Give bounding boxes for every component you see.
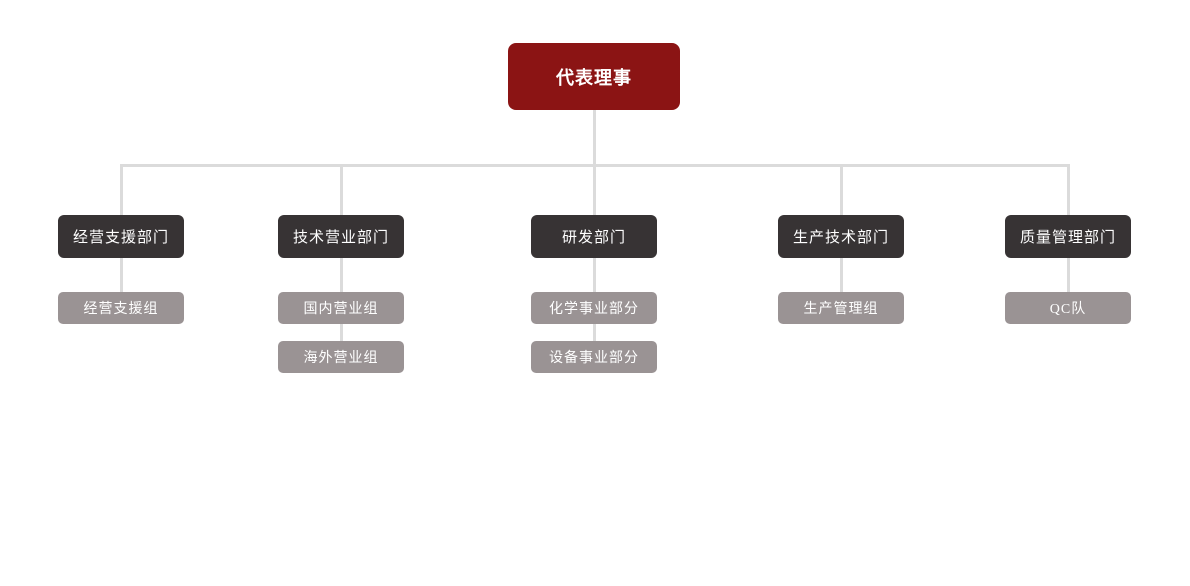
connector-dept-team-3	[592, 258, 596, 292]
connector-dept-team-2	[339, 258, 343, 292]
connector-root-stem	[592, 110, 596, 164]
team-label: 国内营业组	[303, 302, 379, 317]
connector-branch-2	[339, 164, 343, 215]
org-node-root-label: 代表理事	[556, 67, 632, 88]
connector-branch-3	[592, 164, 596, 215]
org-node-dept-rnd: 研发部门	[531, 215, 657, 258]
org-node-root: 代表理事	[508, 43, 680, 110]
connector-dept-team-5	[1066, 258, 1070, 292]
dept-label: 研发部门	[561, 230, 626, 246]
team-label: 生产管理组	[803, 302, 879, 317]
team-label: QC队	[1049, 302, 1087, 317]
connector-branch-1	[119, 164, 123, 215]
org-node-dept-business-support: 经营支援部门	[58, 215, 184, 258]
dept-label: 经营支援部门	[72, 230, 169, 246]
team-label: 海外营业组	[303, 351, 379, 366]
dept-label: 技术营业部门	[292, 230, 389, 246]
team-label: 经营支援组	[83, 302, 159, 317]
org-node-team-equipment-division: 设备事业部分	[531, 341, 657, 373]
connector-team-team-2	[339, 324, 343, 341]
org-node-team-business-support-group: 经营支援组	[58, 292, 184, 324]
org-node-team-chemical-division: 化学事业部分	[531, 292, 657, 324]
connector-dept-team-4	[839, 258, 843, 292]
org-node-dept-production-tech: 生产技术部门	[778, 215, 904, 258]
org-node-team-qc-team: QC队	[1005, 292, 1131, 324]
org-node-dept-quality-mgmt: 质量管理部门	[1005, 215, 1131, 258]
team-label: 化学事业部分	[549, 302, 639, 317]
dept-label: 质量管理部门	[1019, 230, 1116, 246]
org-node-team-overseas-sales-group: 海外营业组	[278, 341, 404, 373]
connector-team-team-3	[592, 324, 596, 341]
dept-label: 生产技术部门	[792, 230, 889, 246]
team-label: 设备事业部分	[549, 351, 639, 366]
connector-branch-5	[1066, 164, 1070, 215]
org-node-team-production-mgmt-group: 生产管理组	[778, 292, 904, 324]
org-node-dept-technical-sales: 技术营业部门	[278, 215, 404, 258]
org-node-team-domestic-sales-group: 国内营业组	[278, 292, 404, 324]
connector-branch-4	[839, 164, 843, 215]
connector-dept-team-1	[119, 258, 123, 292]
